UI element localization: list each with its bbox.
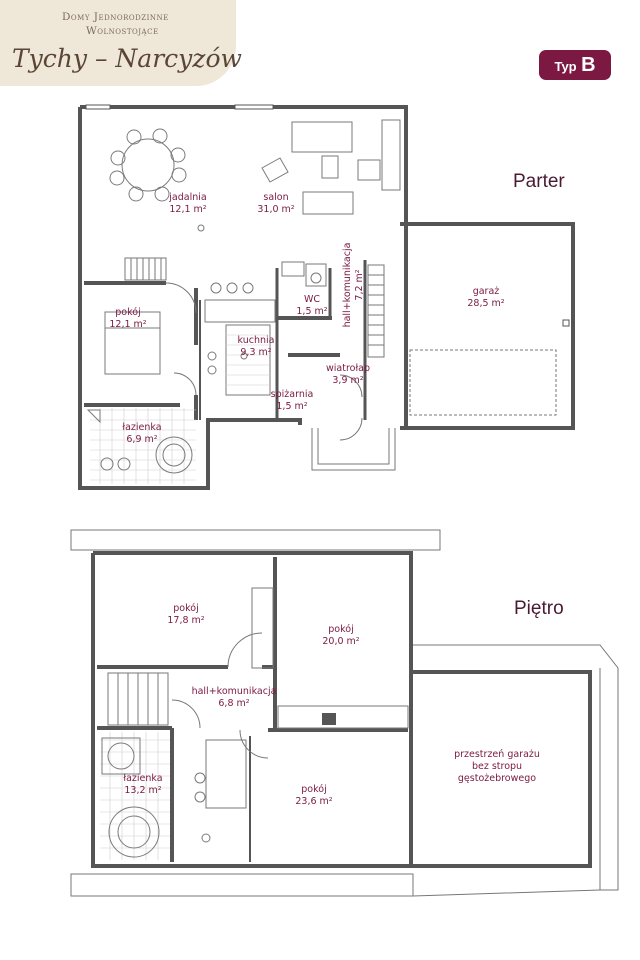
room-spizarnia-name: spiżarnia (271, 389, 314, 400)
upper-stairs (107, 672, 169, 726)
ground-stairs (124, 257, 167, 281)
entrance-porch (311, 428, 396, 471)
type-badge: Typ B (539, 50, 611, 80)
room-wiatrolap-name: wiatrołap (326, 363, 370, 374)
room-pokoj1-area: 17,8 m² (167, 615, 204, 626)
room-salon-name: salon (263, 192, 288, 203)
room-jadalnia-name: jadalnia (168, 192, 206, 203)
brand-line2: Wolnostojące (86, 25, 159, 37)
room-wc-name: WC (304, 294, 320, 305)
wardrobe-1 (251, 587, 274, 669)
hall-stairs (367, 264, 385, 358)
room-pokoj-name: pokój (115, 307, 140, 318)
floor-label-pietro: Piętro (514, 598, 564, 619)
bedroom-bed (104, 311, 161, 375)
type-badge-letter: B (581, 54, 596, 76)
room-salon-area: 31,0 m² (257, 204, 294, 215)
room-pokoj3-area: 23,6 m² (295, 796, 332, 807)
room-pokoj1-name: pokój (173, 603, 198, 614)
upper-bathroom (100, 732, 247, 860)
header-band: Domy Jednorodzinne Wolnostojące Tychy – … (0, 0, 242, 86)
room-lazienka-name: łazienka (122, 422, 161, 433)
room-wc-area: 1,5 m² (296, 306, 327, 317)
wc-cabinet (281, 261, 305, 277)
brand-line1: Domy Jednorodzinne (62, 11, 169, 23)
room-pokoj3-name: pokój (301, 784, 326, 795)
ground-floor-plan: jadalnia 12,1 m² salon 31,0 m² pokój 12,… (78, 104, 575, 490)
room-garaz-area: 28,5 m² (467, 298, 504, 309)
bathroom-cabinet (205, 739, 247, 809)
room-lazienka-area: 6,9 m² (126, 434, 157, 445)
wc-basin (305, 263, 327, 287)
garage (400, 222, 575, 430)
room-hall-name: hall+komunikacja (342, 243, 353, 328)
room-hall-area: 7,2 m² (354, 269, 365, 300)
room-kuchnia-name: kuchnia (238, 335, 275, 346)
room-pokoj2-name: pokój (328, 624, 353, 635)
garage-space-line3: gęstożebrowego (458, 773, 536, 784)
living-room-furniture (197, 119, 401, 232)
room-pokoj-area: 12,1 m² (109, 319, 146, 330)
room-garaz-name: garaż (473, 286, 500, 297)
room-lazienka-upper-name: łazienka (123, 773, 162, 784)
wc-toilet (310, 272, 322, 284)
room-wiatrolap-area: 3,9 m² (332, 375, 363, 386)
room-hall-upper-area: 6,8 m² (218, 698, 249, 709)
floor-label-parter: Parter (513, 171, 565, 192)
garage-space-line1: przestrzeń garażu (454, 749, 540, 760)
upper-floor-plan: pokój 17,8 m² pokój 20,0 m² hall+komunik… (70, 529, 619, 897)
room-lazienka-upper-area: 13,2 m² (124, 785, 161, 796)
bathroom-tiles (86, 408, 196, 484)
dining-table (109, 128, 187, 202)
garage-space-line2: bez stropu (472, 761, 522, 772)
room-hall-upper-name: hall+komunikacja (192, 686, 277, 697)
room-kuchnia-area: 9,3 m² (240, 347, 271, 358)
room-pokoj2-area: 20,0 m² (322, 636, 359, 647)
type-badge-prefix: Typ (554, 59, 577, 74)
room-jadalnia-area: 12,1 m² (169, 204, 206, 215)
wardrobe-2 (277, 705, 409, 729)
brand-title: Tychy – Narcyzów (12, 44, 242, 73)
room-spizarnia-area: 1,5 m² (276, 401, 307, 412)
kitchen-furniture (204, 282, 276, 396)
chimney (322, 713, 336, 725)
